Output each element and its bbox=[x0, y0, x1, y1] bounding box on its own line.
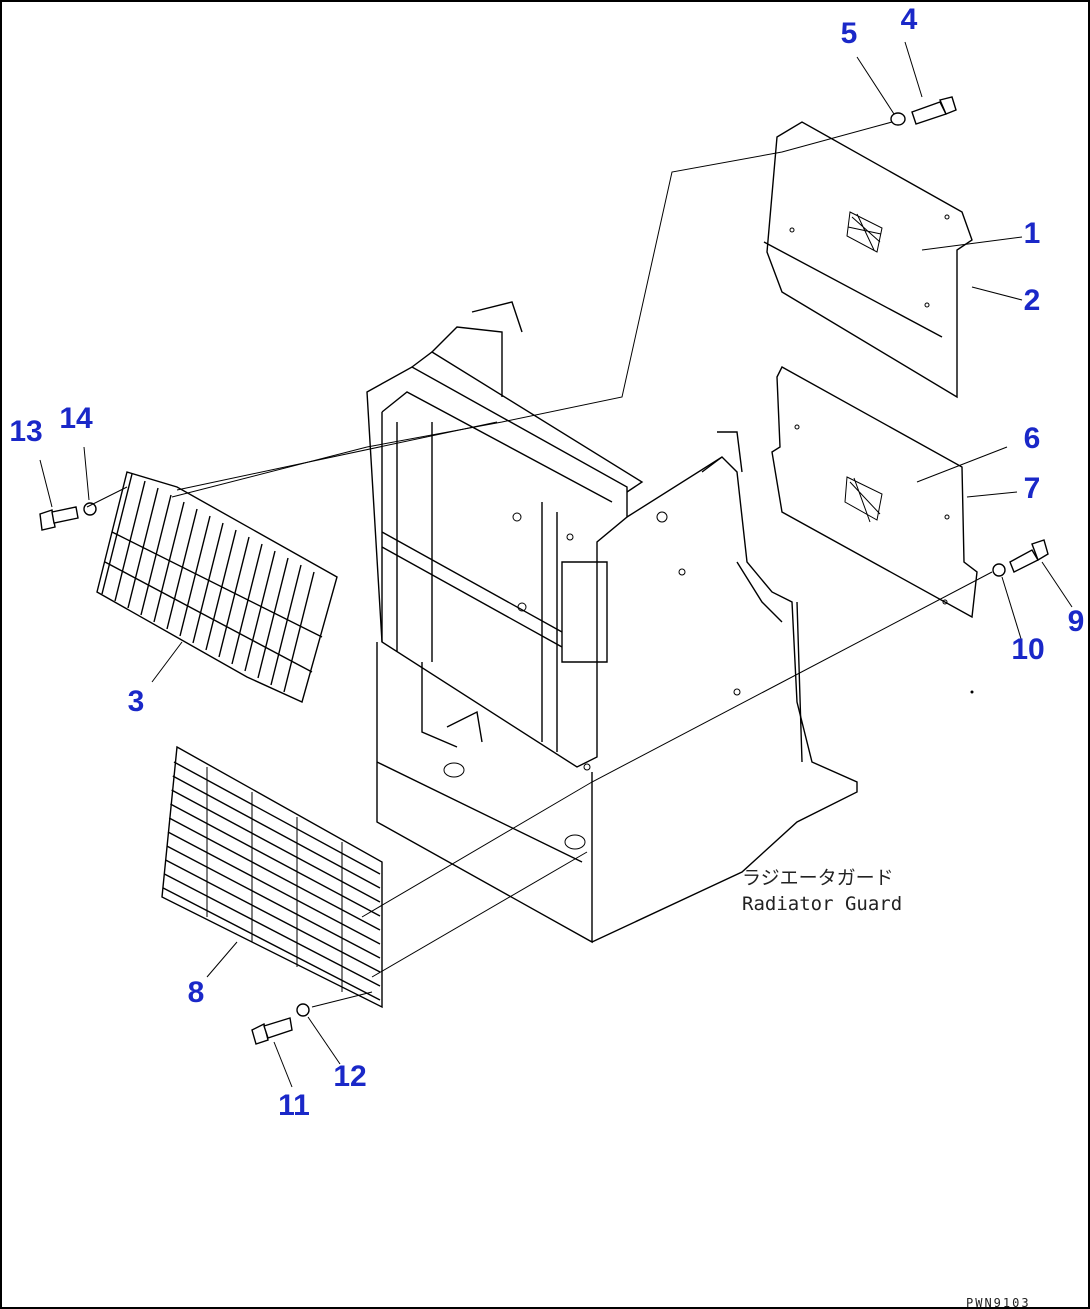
fasteners bbox=[39, 96, 1049, 1045]
caption-english: Radiator Guard bbox=[742, 893, 903, 915]
grille-part-3 bbox=[96, 471, 338, 703]
part-label-5: 5 bbox=[840, 17, 858, 50]
grille-part-8 bbox=[161, 745, 383, 1009]
caption-japanese: ラジエータガード bbox=[742, 867, 894, 889]
grille-rib bbox=[173, 761, 381, 875]
drawing-code: PWN9103 bbox=[966, 1296, 1031, 1309]
part-label-9: 9 bbox=[1067, 605, 1085, 638]
grille-slat bbox=[205, 529, 237, 651]
grille-rib bbox=[166, 845, 381, 959]
grille-slat bbox=[218, 536, 250, 658]
grille-slat bbox=[257, 557, 289, 679]
part-label-4: 4 bbox=[900, 3, 918, 36]
part-label-12: 12 bbox=[333, 1060, 367, 1093]
grille-rib bbox=[162, 887, 381, 1001]
part-label-1: 1 bbox=[1023, 217, 1041, 250]
part-label-6: 6 bbox=[1023, 422, 1041, 455]
grille-slat bbox=[166, 508, 198, 630]
grille-slat bbox=[270, 564, 302, 686]
stray-dot bbox=[970, 690, 974, 694]
part-label-11: 11 bbox=[278, 1089, 310, 1122]
part-label-2: 2 bbox=[1023, 284, 1041, 317]
grille-slat bbox=[140, 494, 172, 616]
side-plate-part-6 bbox=[771, 366, 978, 619]
grille-rib bbox=[171, 789, 381, 903]
upper-cover-part-1 bbox=[763, 121, 973, 399]
grille-rib bbox=[167, 831, 381, 945]
grille-rib bbox=[165, 859, 381, 973]
part-label-14: 14 bbox=[59, 402, 93, 435]
grille-slat bbox=[283, 571, 315, 693]
grille-slat bbox=[179, 515, 211, 637]
grille-slat bbox=[192, 522, 224, 644]
grille-slat bbox=[244, 550, 276, 672]
part-label-13: 13 bbox=[9, 415, 43, 448]
radiator-guard-body bbox=[366, 301, 858, 944]
part-label-10: 10 bbox=[1011, 633, 1045, 666]
part-label-3: 3 bbox=[127, 685, 145, 718]
grille-rib bbox=[170, 803, 381, 917]
part-label-7: 7 bbox=[1023, 472, 1041, 505]
grille-slat bbox=[153, 501, 185, 623]
grille-slat bbox=[231, 543, 263, 665]
grille-rib bbox=[168, 817, 381, 931]
part-label-8: 8 bbox=[187, 976, 205, 1009]
assembly-lines bbox=[39, 41, 1073, 1088]
grille-rib bbox=[164, 873, 381, 987]
